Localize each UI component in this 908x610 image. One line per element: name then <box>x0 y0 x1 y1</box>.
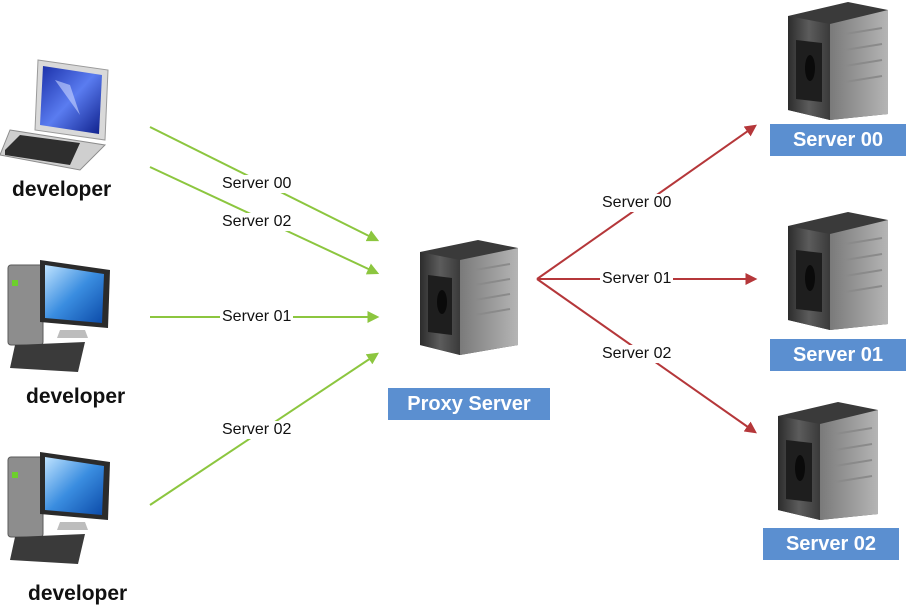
desktop-computer-icon <box>7 452 110 564</box>
edge-label: Server 01 <box>220 308 294 326</box>
developer-label: developer <box>26 385 126 408</box>
server-00-label: Server 00 <box>770 124 906 156</box>
server-01-label: Server 01 <box>770 339 906 371</box>
server-tower-icon <box>778 402 878 520</box>
edge-label: Server 02 <box>220 421 294 439</box>
edge-label: Server 02 <box>220 213 294 231</box>
server-tower-icon <box>788 2 888 120</box>
desktop-computer-icon <box>7 260 110 372</box>
proxy-server-label: Proxy Server <box>388 388 550 420</box>
laptop-computer-icon <box>0 59 109 171</box>
developer-label: developer <box>12 178 112 201</box>
server-02-label: Server 02 <box>763 528 899 560</box>
edge-label: Server 00 <box>600 194 674 212</box>
server-tower-icon <box>788 212 888 330</box>
developer-label: developer <box>28 582 128 605</box>
server-tower-icon <box>420 240 518 355</box>
edge-label: Server 00 <box>220 175 294 193</box>
edge-label: Server 02 <box>600 345 674 363</box>
edge-label: Server 01 <box>600 270 674 288</box>
